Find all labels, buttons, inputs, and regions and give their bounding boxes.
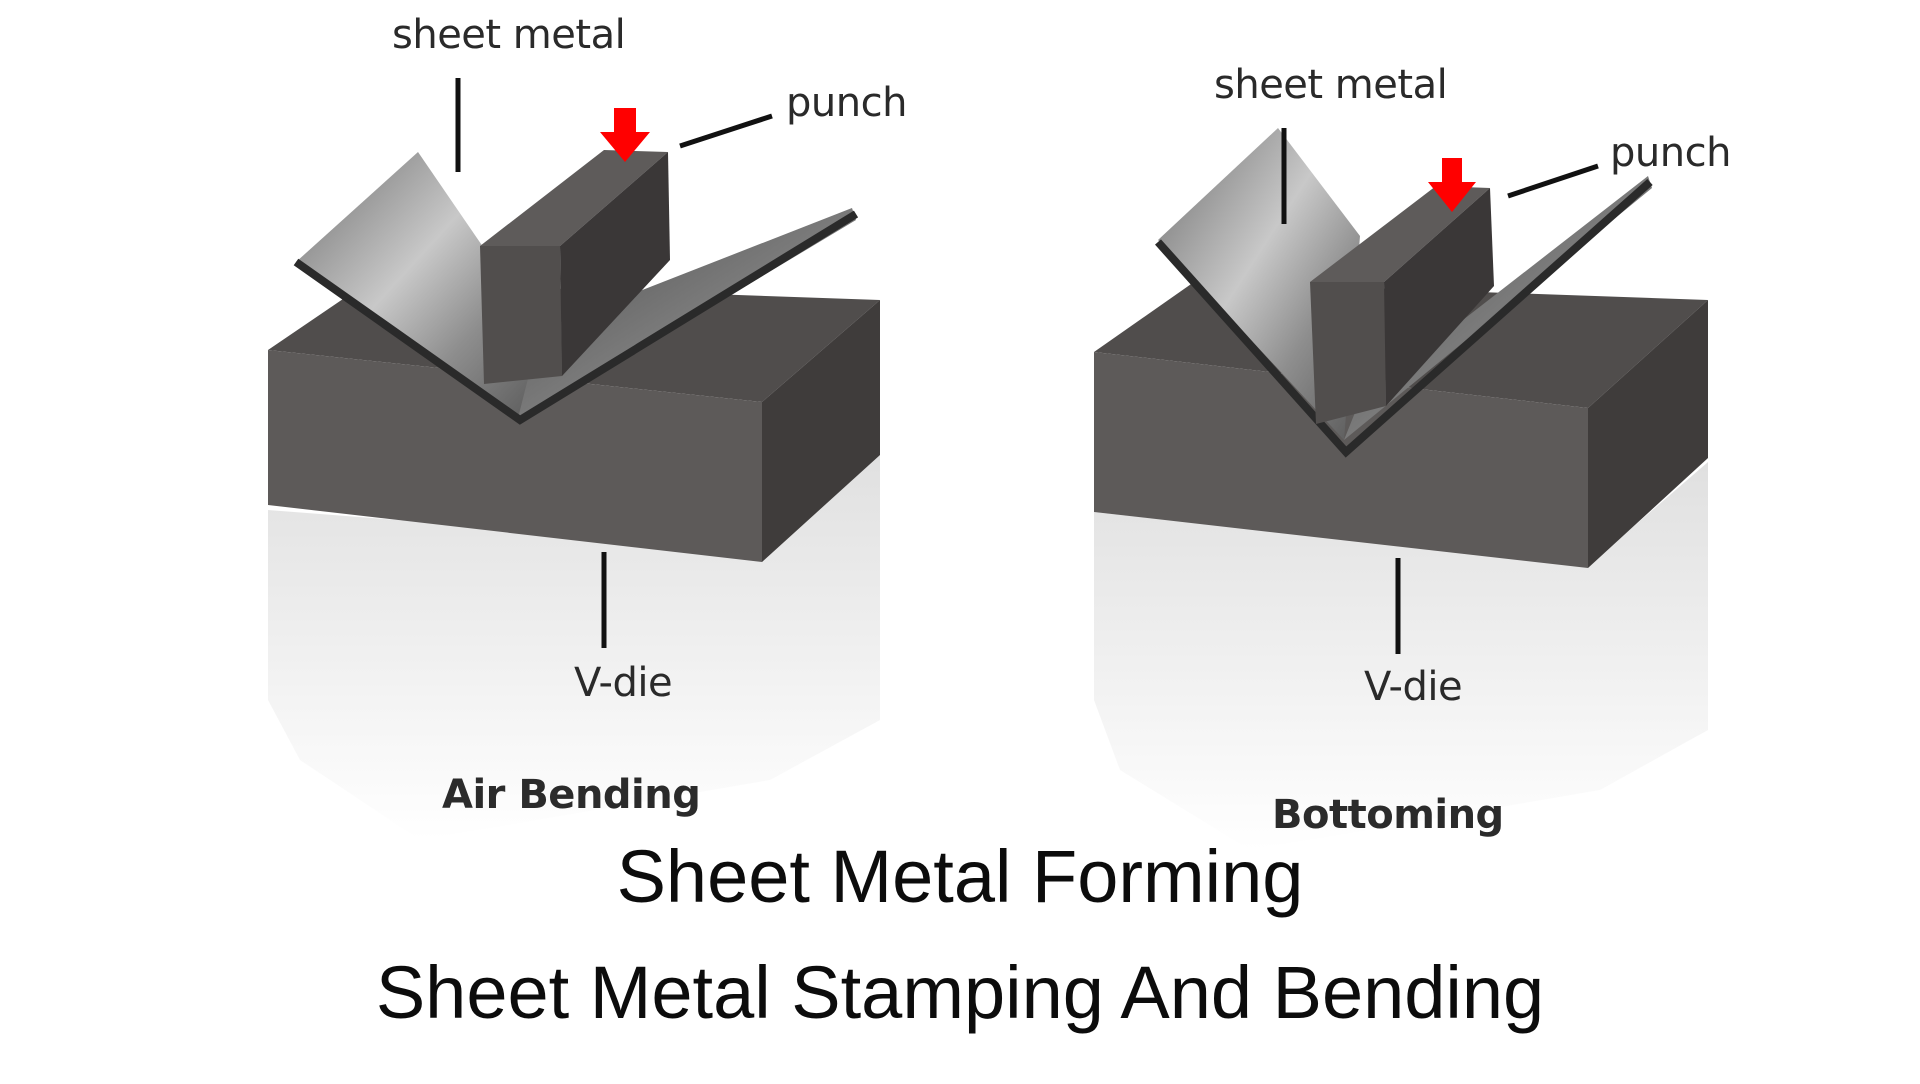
punch-side — [1384, 188, 1494, 406]
v-die-label: V-die — [1364, 664, 1463, 710]
title-line-1: Sheet Metal Forming — [616, 835, 1304, 918]
sheet-metal-edge — [1155, 179, 1653, 458]
v-die-front — [1094, 352, 1588, 568]
v-die-label: V-die — [574, 660, 673, 706]
title-line-2: Sheet Metal Stamping And Bending — [375, 951, 1545, 1034]
punch-front — [480, 246, 562, 384]
bottoming-illustration — [1094, 128, 1708, 850]
v-die-side — [1588, 300, 1708, 568]
sheet-metal-left-wing — [296, 152, 540, 418]
punch-force-arrow — [1428, 158, 1476, 212]
punch-label: punch — [1610, 130, 1731, 176]
punch-side — [560, 152, 670, 376]
v-die-side — [762, 300, 880, 562]
punch-leader — [1507, 163, 1599, 199]
punch-top — [1310, 186, 1490, 282]
sheet-metal-edge — [293, 210, 859, 425]
sheet-metal-label: sheet metal — [1214, 62, 1448, 108]
air-bending-illustration — [268, 78, 880, 840]
sheet-metal-left-wing — [1158, 128, 1360, 440]
punch-force-arrow — [600, 108, 650, 162]
die-reflection — [1094, 462, 1708, 850]
bottoming-caption: Bottoming — [1272, 792, 1504, 838]
v-die-front — [268, 350, 762, 562]
air-bending-caption: Air Bending — [442, 772, 701, 818]
punch-label: punch — [786, 80, 907, 126]
sheet-metal-label: sheet metal — [392, 12, 626, 58]
sheet-metal-right-wing — [1344, 176, 1652, 440]
punch-leader — [679, 113, 773, 149]
punch-front — [1310, 282, 1386, 424]
punch-top — [480, 150, 668, 246]
